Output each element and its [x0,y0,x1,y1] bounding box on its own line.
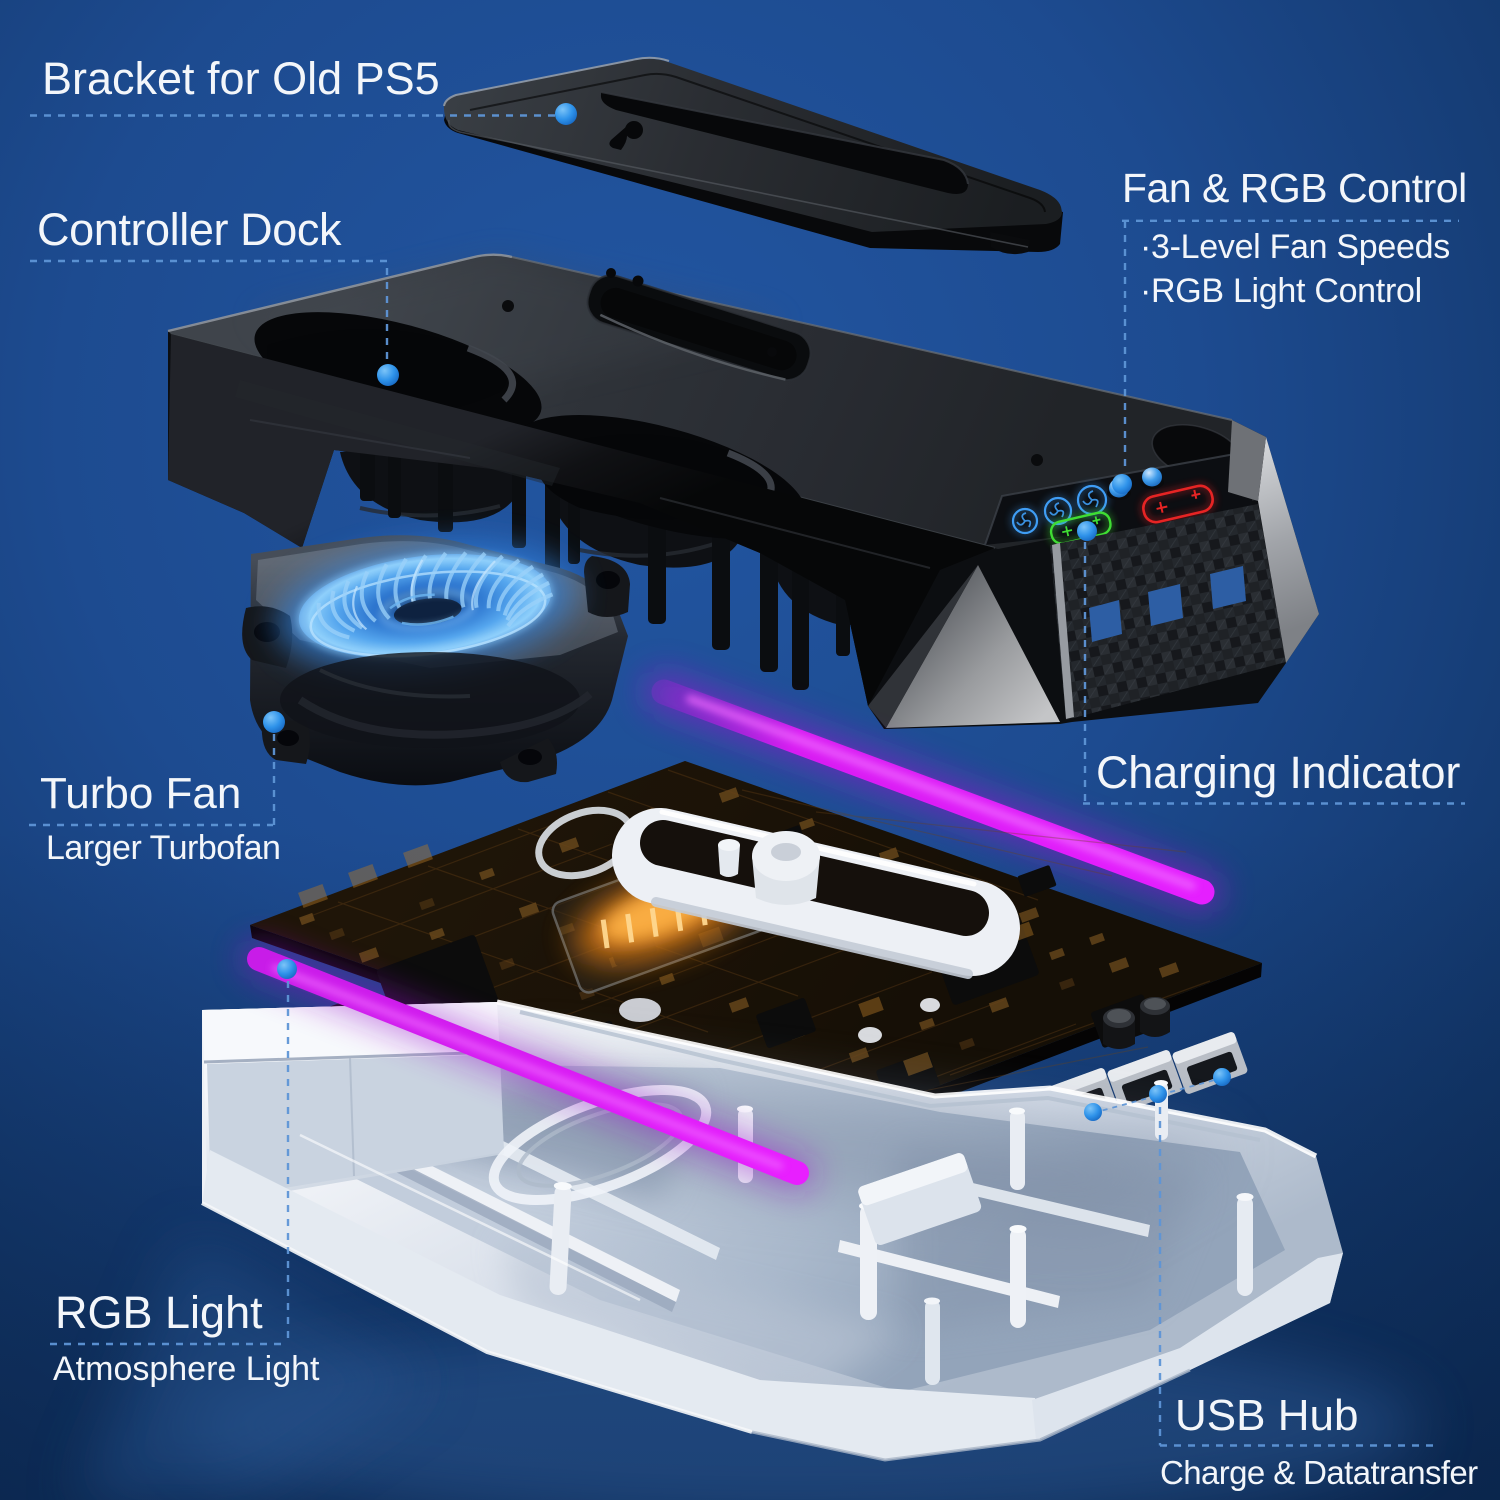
svg-text:USB Hub: USB Hub [1175,1391,1358,1440]
svg-text:Turbo Fan: Turbo Fan [40,769,241,818]
svg-text:Larger Turbofan: Larger Turbofan [46,829,280,867]
svg-text:Fan & RGB Control: Fan & RGB Control [1122,165,1467,211]
svg-text:Controller Dock: Controller Dock [37,204,342,255]
svg-text:Charging Indicator: Charging Indicator [1096,747,1460,798]
svg-text:·RGB Light Control: ·RGB Light Control [1140,272,1422,310]
svg-text:·3-Level Fan Speeds: ·3-Level Fan Speeds [1140,228,1450,266]
svg-text:Atmosphere Light: Atmosphere Light [53,1350,320,1388]
svg-text:Charge & Datatransfer: Charge & Datatransfer [1160,1454,1478,1491]
svg-text:RGB Light: RGB Light [55,1287,263,1338]
svg-text:Bracket for Old PS5: Bracket for Old PS5 [42,53,440,104]
